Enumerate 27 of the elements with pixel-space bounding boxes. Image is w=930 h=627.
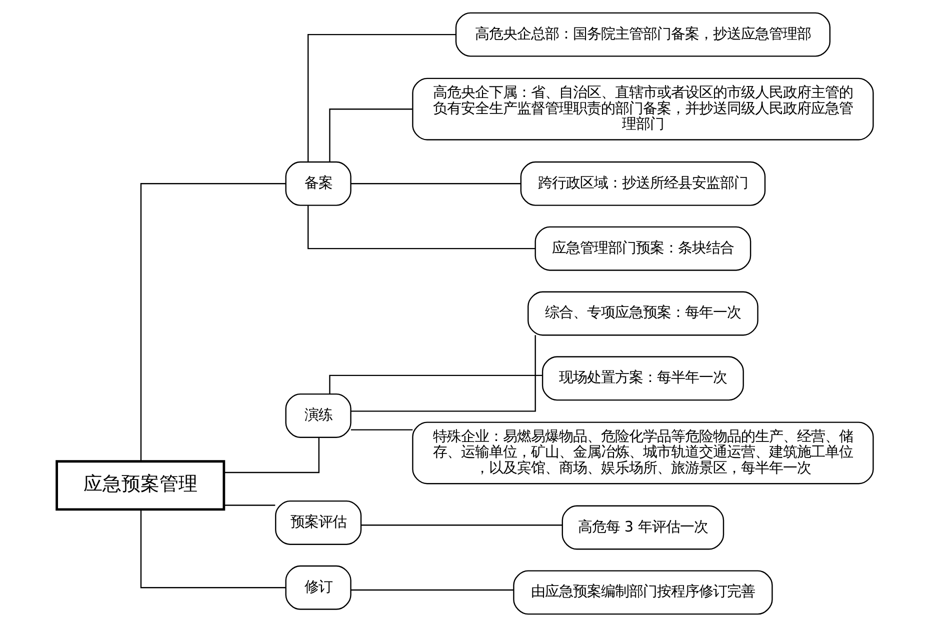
connector xyxy=(308,206,536,250)
connector xyxy=(140,183,286,462)
node-box: 应急预案管理 xyxy=(56,460,226,511)
connector xyxy=(329,374,542,394)
connector xyxy=(329,108,412,162)
connector xyxy=(350,335,536,412)
node-box: 现场处置方案：每半年一次 xyxy=(542,356,744,401)
connector xyxy=(350,589,514,591)
node-box: 特殊企业：易燃易爆物品、危险化学品等危险物品的生产、经营、储存、运输单位，矿山、金属冶炼、城市轨道交通运营、建筑施工单位，以及宾馆、商场、娱乐场所、旅游景区，每半年一次 xyxy=(412,422,874,484)
node-box: 修订 xyxy=(285,565,352,610)
connector xyxy=(350,183,521,184)
node-box: 高危央企总部：国务院主管部门备案，抄送应急管理部 xyxy=(455,12,830,57)
node-box: 高危央企下属：省、自治区、直辖市或者设区的市级人民政府主管的负有安全生产监督管理职责的部门备案，并抄送同级人民政府应急管理部门 xyxy=(412,78,874,140)
connector xyxy=(308,34,456,162)
node-box: 高危每 3 年评估一次 xyxy=(562,505,724,550)
connector xyxy=(361,524,562,526)
node-box: 跨行政区域：抄送所经县安监部门 xyxy=(520,161,766,206)
node-box: 演练 xyxy=(285,393,352,438)
connector xyxy=(224,438,320,474)
connector xyxy=(224,504,276,506)
connector xyxy=(140,510,286,588)
node-box: 备案 xyxy=(285,161,352,206)
node-box: 综合、专项应急预案：每年一次 xyxy=(528,291,758,336)
connector xyxy=(350,429,413,430)
node-box: 预案评估 xyxy=(275,500,362,545)
node-box: 应急管理部门预案：条块结合 xyxy=(534,226,752,271)
node-box: 由应急预案编制部门按程序修订完善 xyxy=(513,570,773,615)
